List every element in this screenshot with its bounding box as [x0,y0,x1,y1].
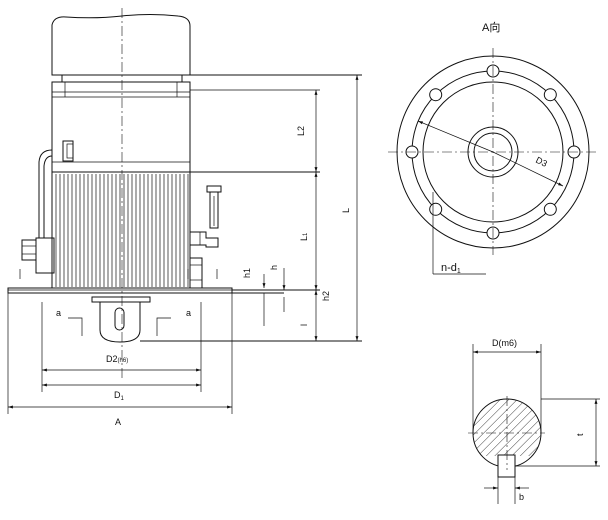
label-h: h [269,265,279,270]
cooling-fins [51,171,191,289]
svg-text:n-d1: n-d1 [441,262,461,275]
bolt-hole [543,202,557,216]
left-boss [35,237,55,274]
shaft-keyway [114,307,125,331]
label-a-right: a [186,308,191,318]
label-D1-sub: 1 [121,396,125,402]
svg-text:D1: D1 [114,390,125,402]
view-title: A向 [482,20,500,34]
bolt-hole [429,202,443,216]
label-L: L [341,208,351,213]
key-slot [497,454,516,478]
front-view: a a D2(h6) D1 A L2 L1 h2 l L h1 h [7,8,362,427]
label-n-d1-sub: 1 [457,268,461,275]
mounting-flange [7,287,233,294]
label-b: b [519,492,524,502]
label-h2: h2 [321,291,331,301]
label-Dm6: D(m6) [492,338,517,348]
label-A: A [115,417,121,427]
shaft-section: D(m6) t b [468,338,600,504]
dim-D3 [492,151,564,187]
svg-text:L1: L1 [299,232,309,241]
motor-top-cap [51,14,191,76]
bolt-hole [429,88,443,102]
label-D1: D [114,390,121,400]
svg-text:D2(h6): D2(h6) [106,354,128,364]
spigot [91,296,151,303]
label-D3: D3 [534,155,549,169]
side-pipe [38,149,53,238]
label-L1-sub: 1 [303,232,309,236]
side-valve [189,231,219,248]
label-a-left: a [56,308,61,318]
label-h1: h1 [242,268,252,278]
bolt-hole [543,88,557,102]
label-l-side: l [299,324,309,326]
label-L2: L2 [296,126,306,136]
label-D2-fit: (h6) [118,358,129,364]
a-view: A向 D3 n-d1 [388,20,598,275]
svg-text:D3: D3 [534,155,549,169]
label-t: t [575,433,585,436]
label-L1: L [299,236,309,241]
shaft [99,302,141,343]
label-n-d1: n-d [441,262,457,274]
label-D2: D2 [106,354,118,364]
